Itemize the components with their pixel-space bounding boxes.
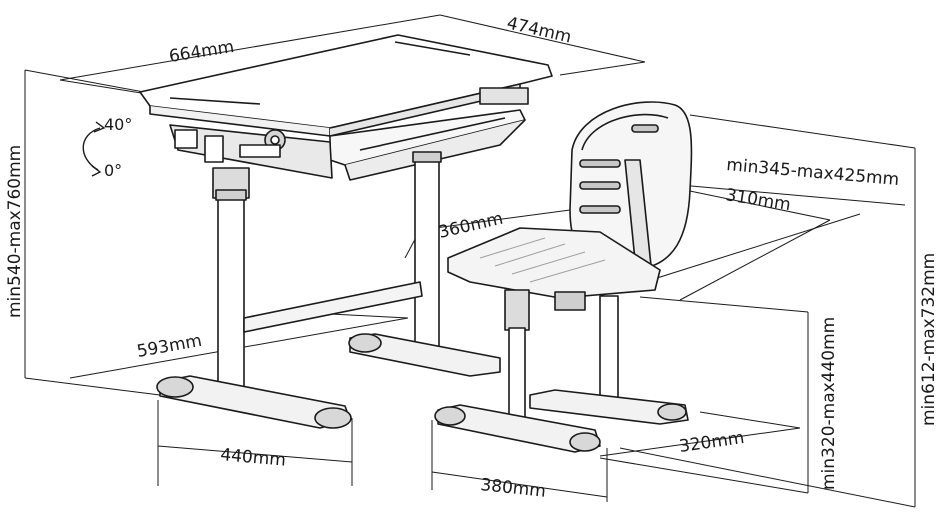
- label-chair-base-depth: 320mm: [678, 428, 746, 457]
- desk-leg-left: [217, 195, 245, 389]
- label-desk-length: 664mm: [168, 37, 236, 67]
- label-desk-base-width: 440mm: [220, 445, 287, 471]
- seat-grooves: [479, 237, 606, 283]
- label-seat-height: min320-max440mm: [819, 317, 839, 490]
- chair-seat: [447, 227, 661, 299]
- label-desk-leg-span: 593mm: [135, 331, 203, 362]
- backrest-slots: [579, 124, 659, 214]
- desk: [139, 34, 553, 429]
- chair-foot-back: [529, 389, 689, 425]
- label-chair-total-height: min612-max732mm: [919, 253, 938, 426]
- label-tilt-max: 40°: [104, 115, 132, 134]
- desk-top: [139, 34, 553, 129]
- chair-column-upper: [504, 289, 530, 331]
- dimension-lines: [24, 14, 916, 508]
- label-desk-depth: 474mm: [505, 13, 573, 47]
- chair: [434, 101, 693, 453]
- chair-column: [508, 327, 526, 421]
- height-knob: [554, 291, 586, 311]
- chair-foot-front: [437, 404, 601, 453]
- label-tilt-min: 0°: [104, 161, 122, 180]
- desk-foot-back: [349, 333, 501, 377]
- tilt-arrow: [82, 121, 106, 177]
- label-chair-base-width: 380mm: [479, 475, 546, 502]
- desk-leg-right: [414, 157, 440, 349]
- desk-crossbar: [243, 281, 423, 333]
- label-desk-height: min540-max760mm: [5, 145, 25, 318]
- label-backrest-height: min345-max425mm: [726, 155, 900, 190]
- label-backrest-width: 310mm: [724, 185, 792, 215]
- chair-column-right: [599, 295, 619, 407]
